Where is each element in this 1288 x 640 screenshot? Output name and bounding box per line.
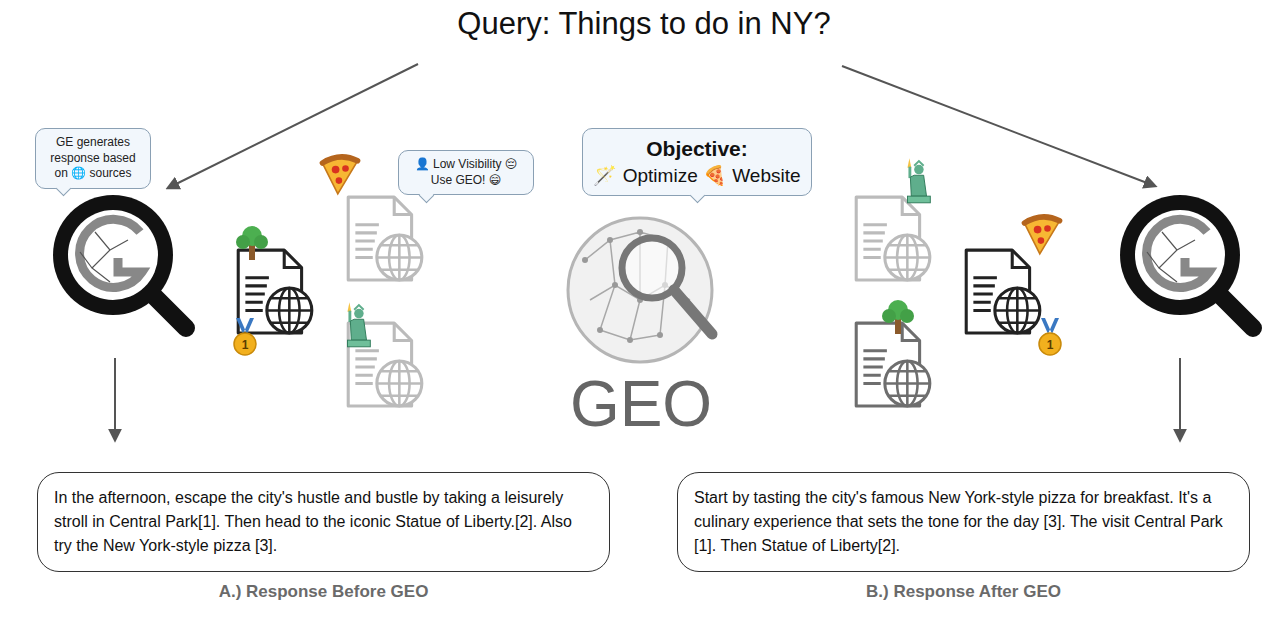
response-box: In the afternoon, escape the city's hust… bbox=[37, 472, 610, 602]
engine-logo bbox=[1135, 210, 1225, 300]
geo-logo bbox=[674, 290, 712, 334]
source-document bbox=[348, 197, 422, 280]
source-document bbox=[908, 158, 931, 203]
response-caption: B.) Response After GEO bbox=[677, 582, 1250, 602]
objective-bubble: Objective:🪄 Optimize 🍕 Website bbox=[582, 128, 812, 196]
engine-logo bbox=[53, 195, 173, 315]
bubble-text: GE generates response based on 🌐 sources bbox=[44, 135, 142, 182]
source-document bbox=[236, 226, 268, 260]
engine-logo bbox=[1120, 195, 1253, 328]
engine-logo bbox=[68, 210, 158, 300]
engine-logo bbox=[53, 195, 186, 328]
geo-logo bbox=[582, 257, 588, 263]
speech-bubble: GE generates response based on 🌐 sources bbox=[35, 128, 151, 189]
geo-logo bbox=[568, 218, 712, 362]
source-document bbox=[856, 158, 1061, 406]
source-document bbox=[882, 300, 914, 334]
response-text: In the afternoon, escape the city's hust… bbox=[54, 486, 593, 558]
source-document bbox=[966, 250, 1040, 333]
bubble-heading: Objective: bbox=[591, 135, 803, 163]
source-document bbox=[1039, 318, 1061, 355]
source-document bbox=[322, 157, 357, 194]
response-text: Start by tasting the city's famous New Y… bbox=[694, 486, 1233, 558]
geo-wordmark: GEO bbox=[570, 372, 712, 436]
query-title: Query: Things to do in NY? bbox=[0, 6, 1288, 42]
rank-number: 1 bbox=[242, 339, 249, 351]
engine-logo bbox=[1147, 219, 1209, 287]
geo-logo bbox=[607, 237, 613, 243]
engine-logo bbox=[80, 232, 128, 282]
flow-arrow bbox=[168, 64, 418, 188]
geo-logo bbox=[657, 332, 663, 338]
geo-logo bbox=[627, 337, 633, 343]
geo-logo bbox=[612, 282, 618, 288]
source-document bbox=[1024, 217, 1059, 254]
response-frame: Start by tasting the city's famous New Y… bbox=[677, 472, 1250, 572]
flow-arrow bbox=[842, 66, 1155, 186]
engine-logo bbox=[80, 219, 142, 287]
response-frame: In the afternoon, escape the city's hust… bbox=[37, 472, 610, 572]
engine-logo bbox=[1147, 232, 1195, 282]
source-document bbox=[234, 318, 256, 355]
geo-logo bbox=[597, 327, 603, 333]
bubble-text: 🪄 Optimize 🍕 Website bbox=[591, 163, 803, 189]
source-document bbox=[856, 197, 930, 280]
rank-number: 1 bbox=[1047, 339, 1054, 351]
response-caption: A.) Response Before GEO bbox=[37, 582, 610, 602]
source-document bbox=[348, 302, 371, 347]
geo-logo bbox=[637, 229, 643, 235]
bubble-text: 👤 Low Visibility 😔 Use GEO! 😄 bbox=[407, 157, 525, 188]
source-document bbox=[234, 157, 422, 406]
engine-logo bbox=[1120, 195, 1240, 315]
flow-arrow bbox=[114, 358, 116, 440]
geo-logo bbox=[568, 218, 712, 362]
flow-arrow bbox=[1179, 358, 1181, 440]
speech-bubble: 👤 Low Visibility 😔 Use GEO! 😄 bbox=[398, 150, 534, 195]
response-box: Start by tasting the city's famous New Y… bbox=[677, 472, 1250, 602]
flow-arrow bbox=[115, 64, 1180, 440]
source-document bbox=[856, 323, 930, 406]
